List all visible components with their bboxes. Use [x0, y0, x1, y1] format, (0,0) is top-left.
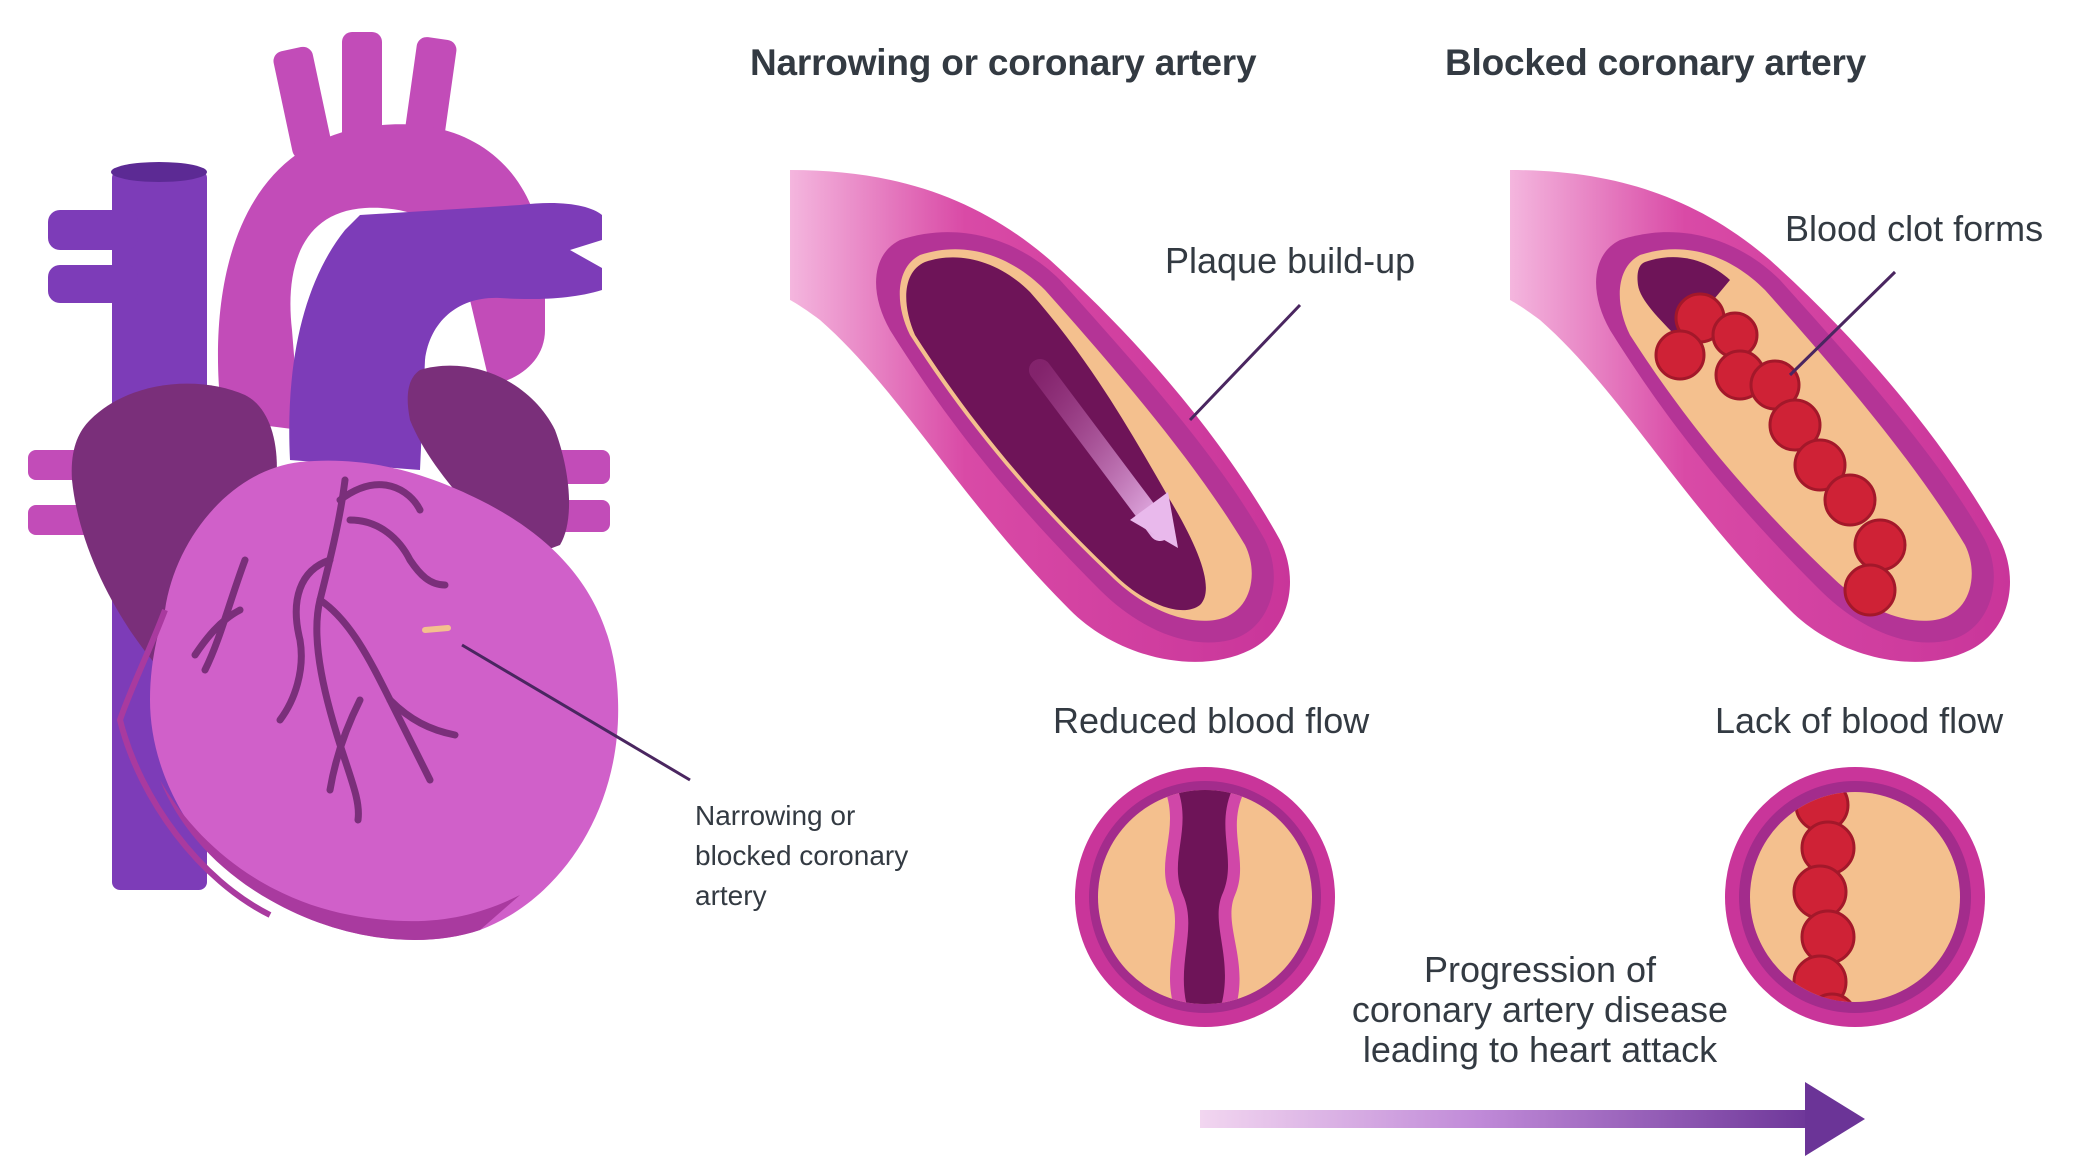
progression-arrow — [1200, 1082, 1865, 1156]
progression-line-1: Progression of — [1423, 949, 1657, 990]
heart-callout-line-2: blocked coronary — [695, 840, 909, 871]
blood-clot — [1654, 292, 1907, 617]
heart-body — [150, 460, 619, 940]
heart-callout-label: Narrowing or blocked coronary artery — [695, 796, 995, 916]
lack-flow-label: Lack of blood flow — [1715, 700, 2004, 741]
heart-illustration — [28, 32, 691, 940]
plaque-callout-line — [1188, 303, 1302, 422]
heart-callout-line-3: artery — [695, 880, 767, 911]
narrowing-title: Narrowing or coronary artery — [750, 42, 1257, 83]
narrowed-artery-illustration — [790, 170, 1302, 662]
progression-label: Progression of coronary artery disease l… — [1290, 950, 1790, 1070]
reduced-flow-label: Reduced blood flow — [1053, 700, 1370, 741]
right-atrium — [407, 365, 570, 560]
plaque-label: Plaque build-up — [1165, 240, 1416, 281]
clot-callout-line — [1788, 270, 1897, 377]
aortic-arch — [217, 124, 545, 430]
progression-line-2: coronary artery disease — [1351, 989, 1729, 1030]
coronary-arteries — [191, 476, 459, 824]
reduced-flow-cross-section — [1075, 767, 1335, 1027]
pulmonary-artery — [289, 203, 602, 470]
lack-flow-cross-section — [1725, 767, 1985, 1027]
clot-label: Blood clot forms — [1785, 208, 2044, 249]
progression-line-3: leading to heart attack — [1362, 1029, 1718, 1070]
heart-callout-line — [461, 643, 691, 782]
heart-callout-line-1: Narrowing or — [695, 800, 856, 831]
blocked-title: Blocked coronary artery — [1445, 42, 1867, 83]
blocked-artery-illustration — [1510, 170, 2010, 662]
